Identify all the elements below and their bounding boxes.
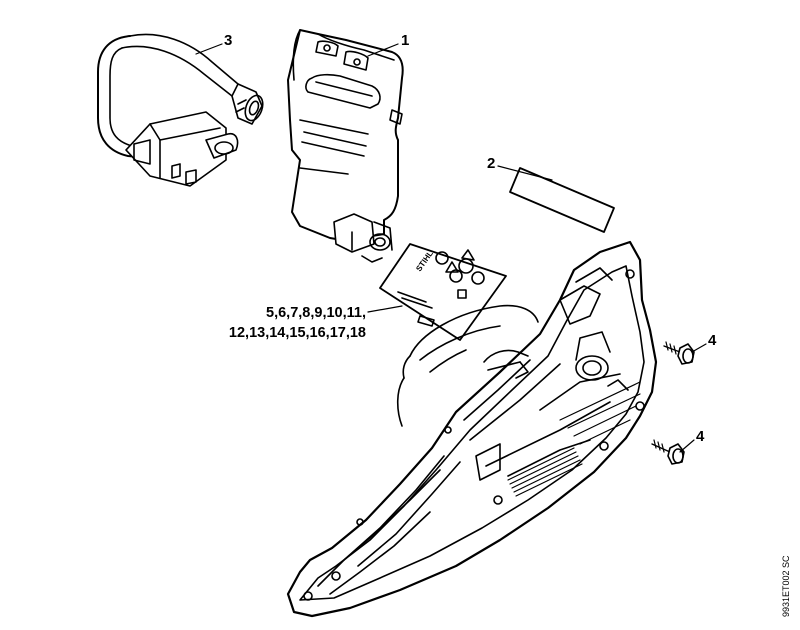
handle-cover-part (287, 29, 404, 263)
callout-screw-lower: 4 (696, 428, 705, 445)
callout-decal-set-line2: 12,13,14,15,16,17,18 (228, 325, 366, 341)
screw-upper-part (663, 341, 695, 365)
label-plate-part (509, 167, 615, 233)
callout-decal-set-line1: 5,6,7,8,9,10,11, (266, 305, 366, 321)
callout-screw-upper: 4 (708, 332, 717, 349)
callout-handle-cover: 1 (401, 32, 410, 49)
callout-front-handle: 3 (224, 32, 233, 49)
callout-decal-set: 5,6,7,8,9,10,11, 12,13,14,15,16,17,18 (206, 303, 366, 343)
decal-sheet-part: STIHL (379, 243, 507, 341)
screw-lower-part (651, 439, 685, 465)
callout-label-plate: 2 (487, 155, 496, 172)
leader-lines (195, 43, 707, 453)
front-handle-part (97, 33, 264, 187)
document-id: 9931ET002 SC (781, 555, 791, 617)
motor-housing-part (286, 240, 658, 618)
